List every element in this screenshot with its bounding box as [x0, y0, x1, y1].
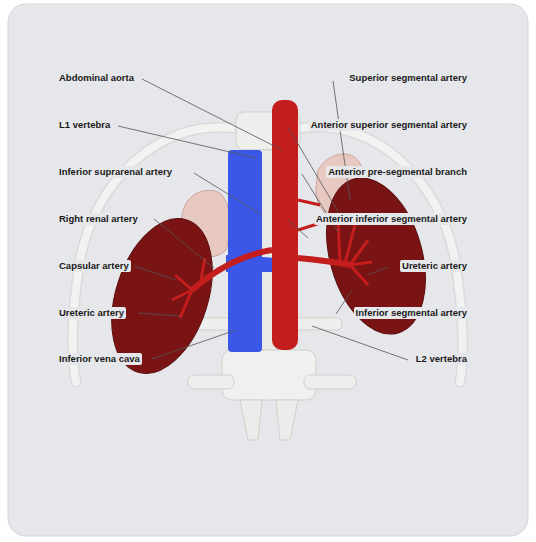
part-label: Inferior vena cava	[57, 353, 142, 365]
part-label: Inferior segmental artery	[354, 307, 469, 319]
part-label: Superior segmental artery	[347, 72, 469, 84]
part-label: Anterior superior segmental artery	[309, 119, 469, 131]
part-label: Ureteric artery	[57, 307, 126, 319]
part-label: Capsular artery	[57, 260, 131, 272]
part-label: Abdominal aorta	[57, 72, 136, 84]
part-label: Inferior suprarenal artery	[57, 166, 174, 178]
part-label: Anterior pre-segmental branch	[326, 166, 469, 178]
part-label: Ureteric artery	[400, 260, 469, 272]
part-label: Right renal artery	[57, 213, 140, 225]
part-label: L2 vertebra	[414, 353, 469, 365]
part-label: Anterior inferior segmental artery	[314, 213, 469, 225]
part-label: L1 vertebra	[57, 119, 112, 131]
